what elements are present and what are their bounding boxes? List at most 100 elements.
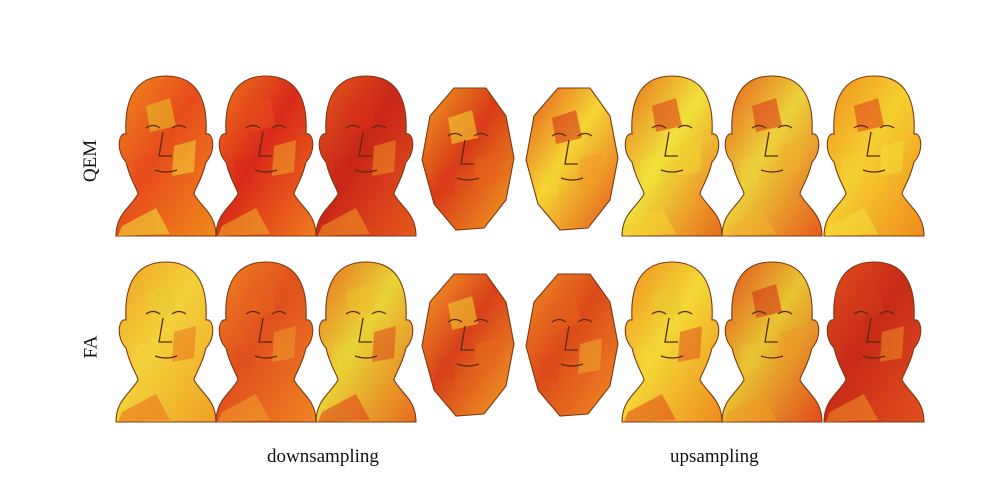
facet-patch	[778, 326, 802, 362]
facet-patch	[540, 354, 560, 382]
eye-right	[271, 124, 287, 129]
facet-patch	[880, 140, 904, 176]
facet-patch	[552, 296, 582, 330]
facet-patch	[842, 342, 862, 370]
facet-patch	[640, 342, 660, 370]
head-qem-6	[621, 75, 723, 237]
head-fa-8	[823, 261, 925, 423]
eye-left	[853, 310, 869, 315]
eye-right	[473, 318, 489, 323]
eye-right	[271, 310, 287, 315]
facet-patch	[246, 284, 276, 318]
nose	[258, 131, 272, 157]
facet-patch	[272, 140, 296, 176]
facet-patch	[318, 394, 370, 422]
eye-right	[677, 310, 693, 315]
facet-patch	[134, 342, 154, 370]
facet-patch	[474, 338, 498, 374]
head-qem-7	[721, 75, 823, 237]
eye-left	[447, 132, 463, 137]
eye-left	[345, 310, 361, 315]
eye-left	[651, 310, 667, 315]
nose	[764, 131, 778, 157]
nose	[460, 139, 474, 165]
facet-patch	[172, 326, 196, 362]
mouth	[254, 355, 278, 359]
nose	[764, 317, 778, 343]
eye-right	[171, 310, 187, 315]
facet-patch	[246, 98, 276, 132]
facet-patch	[448, 110, 478, 144]
eye-left	[551, 318, 567, 323]
nose	[158, 317, 172, 343]
mouth	[456, 177, 480, 181]
mouth	[354, 169, 378, 173]
mouth	[760, 355, 784, 359]
facet-patch	[234, 342, 254, 370]
mouth	[862, 355, 886, 359]
facet-patch	[752, 284, 782, 318]
eye-left	[145, 124, 161, 129]
facet-patch	[842, 156, 862, 184]
facet-patch	[272, 326, 296, 362]
eye-right	[777, 310, 793, 315]
facet-patch	[578, 338, 602, 374]
head-surface	[421, 273, 515, 417]
facet-patch	[552, 110, 582, 144]
facet-patch	[826, 208, 878, 236]
facet-patch	[880, 326, 904, 362]
eye-right	[677, 124, 693, 129]
eye-right	[577, 132, 593, 137]
mouth	[254, 169, 278, 173]
nose	[564, 325, 578, 351]
mouth	[354, 355, 378, 359]
eye-left	[551, 132, 567, 137]
head-qem-3	[315, 75, 417, 237]
mouth	[660, 355, 684, 359]
facet-patch	[652, 98, 682, 132]
nose	[664, 317, 678, 343]
caption-upsampling: upsampling	[670, 446, 759, 467]
facet-patch	[318, 208, 370, 236]
facet-patch	[372, 326, 396, 362]
eye-left	[751, 124, 767, 129]
facet-patch	[724, 394, 776, 422]
facet-patch	[346, 98, 376, 132]
facet-patch	[218, 208, 270, 236]
facet-patch	[652, 284, 682, 318]
mouth	[760, 169, 784, 173]
facet-patch	[118, 394, 170, 422]
facet-patch	[578, 152, 602, 188]
facet-patch	[826, 394, 878, 422]
row-label-fa: FA	[80, 335, 102, 359]
facet-patch	[218, 394, 270, 422]
head-fa-7	[721, 261, 823, 423]
eye-right	[371, 310, 387, 315]
head-fa-6	[621, 261, 723, 423]
eye-right	[777, 124, 793, 129]
head-qem-4	[421, 87, 515, 231]
facet-patch	[624, 394, 676, 422]
eye-right	[473, 132, 489, 137]
mouth	[560, 177, 584, 181]
head-fa-4	[421, 273, 515, 417]
mouth	[154, 169, 178, 173]
head-qem-5	[525, 87, 619, 231]
mouth	[660, 169, 684, 173]
nose	[460, 325, 474, 351]
eye-left	[245, 310, 261, 315]
facet-patch	[640, 156, 660, 184]
facet-patch	[234, 156, 254, 184]
facet-patch	[334, 342, 354, 370]
facet-patch	[854, 98, 884, 132]
nose	[358, 317, 372, 343]
head-fa-5	[525, 273, 619, 417]
head-surface	[525, 87, 619, 231]
head-fa-1	[115, 261, 217, 423]
facet-patch	[474, 152, 498, 188]
head-surface	[421, 87, 515, 231]
eye-right	[879, 124, 895, 129]
facet-patch	[448, 296, 478, 330]
nose	[564, 139, 578, 165]
